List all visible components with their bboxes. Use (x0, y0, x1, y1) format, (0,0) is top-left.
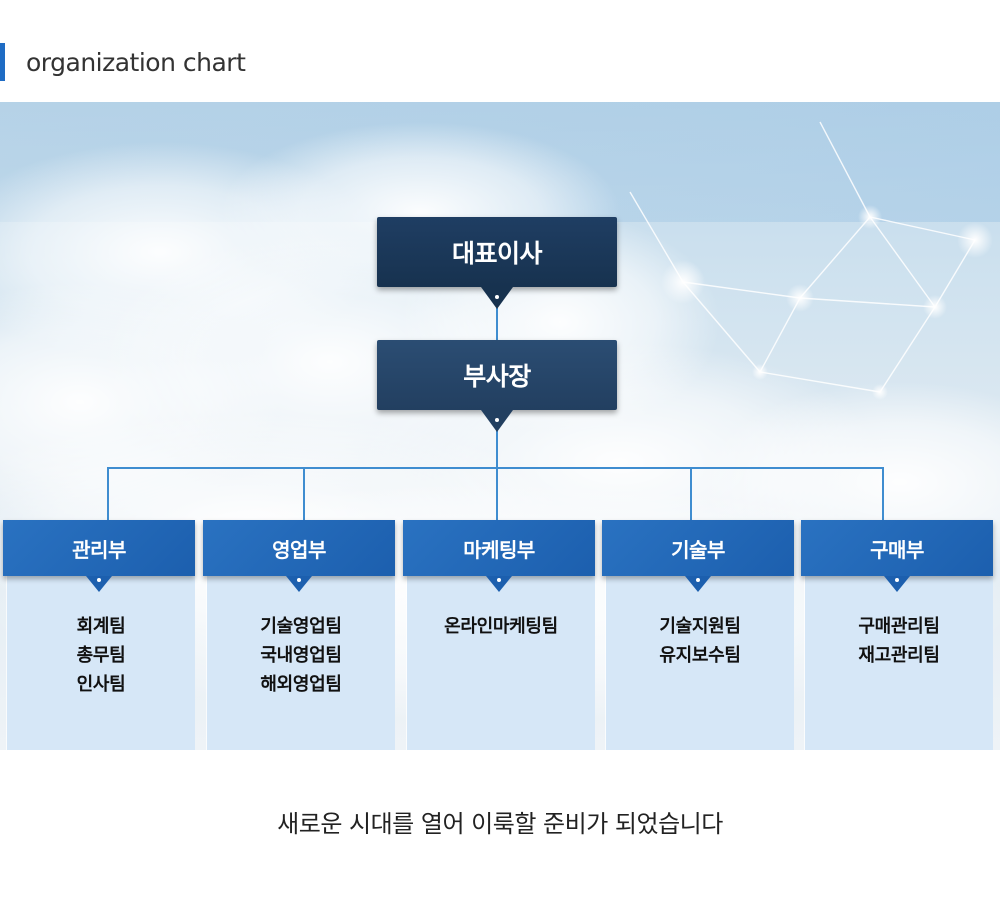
department-column-sales: 영업부 기술영업팀 국내영업팀 해외영업팀 (203, 520, 395, 750)
team-item: 유지보수팀 (659, 645, 741, 666)
department-name: 마케팅부 (463, 537, 535, 562)
team-item: 기술영업팀 (260, 616, 342, 637)
team-item: 총무팀 (76, 645, 126, 666)
team-item: 해외영업팀 (260, 674, 342, 695)
department-pointer-dot (895, 578, 899, 582)
department-name: 구매부 (870, 537, 924, 562)
team-item: 국내영업팀 (260, 645, 342, 666)
department-pointer-arrow (86, 576, 112, 592)
connector-drop-dept-4 (690, 467, 692, 521)
team-list: 구매관리팀 재고관리팀 (805, 612, 993, 670)
vice-president-label: 부사장 (463, 362, 531, 391)
team-item: 기술지원팀 (659, 616, 741, 637)
department-header: 관리부 (3, 520, 195, 592)
section-title: organization chart (0, 42, 400, 82)
team-item: 회계팀 (76, 616, 126, 637)
department-name: 기술부 (671, 537, 725, 562)
department-column-technology: 기술부 기술지원팀 유지보수팀 (602, 520, 794, 750)
connector-vp-branch (496, 430, 498, 468)
ceo-pointer-dot (495, 295, 499, 299)
team-item: 재고관리팀 (858, 645, 940, 666)
footer-slogan: 새로운 시대를 열어 이룩할 준비가 되었습니다 (277, 810, 723, 838)
department-body (805, 570, 993, 750)
department-body (207, 570, 395, 750)
connector-drop-dept-3 (496, 467, 498, 521)
department-body (407, 570, 595, 750)
department-column-admin: 관리부 회계팀 총무팀 인사팀 (3, 520, 195, 750)
department-pointer-arrow (884, 576, 910, 592)
connector-ceo-vp (496, 308, 498, 342)
department-pointer-arrow (286, 576, 312, 592)
ceo-box: 대표이사 (377, 217, 617, 309)
vice-president-box: 부사장 (377, 340, 617, 432)
department-pointer-arrow (486, 576, 512, 592)
department-column-marketing: 마케팅부 온라인마케팅팀 (403, 520, 595, 750)
department-pointer-dot (497, 578, 501, 582)
team-item: 인사팀 (76, 674, 126, 695)
team-item: 온라인마케팅팀 (444, 616, 558, 637)
ceo-label: 대표이사 (451, 239, 543, 268)
connector-drop-dept-1 (107, 467, 109, 521)
connector-drop-dept-2 (303, 467, 305, 521)
department-pointer-arrow (685, 576, 711, 592)
department-column-purchasing: 구매부 구매관리팀 재고관리팀 (801, 520, 993, 750)
connector-drop-dept-5 (882, 467, 884, 521)
department-pointer-dot (696, 578, 700, 582)
team-list: 기술영업팀 국내영업팀 해외영업팀 (207, 612, 395, 699)
team-list: 기술지원팀 유지보수팀 (606, 612, 794, 670)
team-list: 회계팀 총무팀 인사팀 (7, 612, 195, 699)
team-item: 구매관리팀 (858, 616, 940, 637)
department-header: 구매부 (801, 520, 993, 592)
department-name: 관리부 (72, 537, 126, 562)
title-accent-bar (0, 43, 5, 81)
department-header: 기술부 (602, 520, 794, 592)
team-list: 온라인마케팅팀 (407, 612, 595, 641)
vp-pointer-dot (495, 418, 499, 422)
connector-horizontal-bus (107, 467, 884, 469)
page-title: organization chart (26, 47, 246, 77)
department-header: 영업부 (203, 520, 395, 592)
department-pointer-dot (97, 578, 101, 582)
department-body (606, 570, 794, 750)
department-header: 마케팅부 (403, 520, 595, 592)
department-name: 영업부 (272, 537, 326, 562)
department-pointer-dot (297, 578, 301, 582)
department-body (7, 570, 195, 750)
